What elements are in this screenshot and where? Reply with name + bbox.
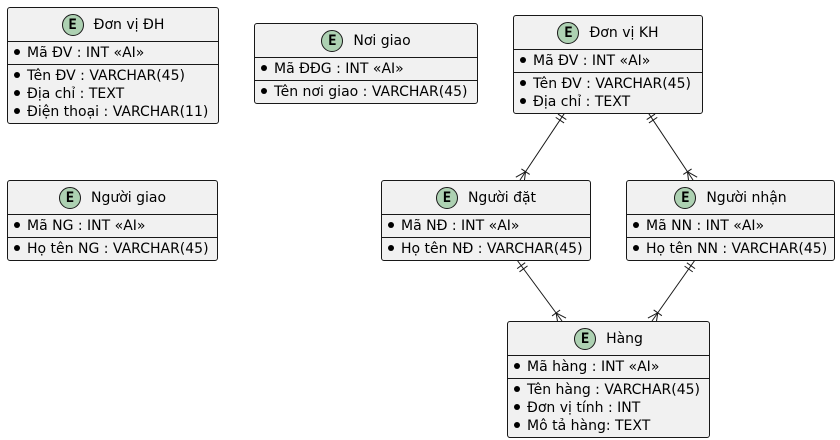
attribute: Tên hàng : VARCHAR(45) xyxy=(508,381,709,399)
entity-icon: E xyxy=(321,29,344,52)
attribute-bullet-icon xyxy=(633,245,639,251)
attribute: Mô tả hàng: TEXT xyxy=(508,417,709,435)
relationship-donvikh-nguoidat xyxy=(515,110,567,183)
attribute: Điện thoại : VARCHAR(11) xyxy=(8,103,218,121)
cardinality-one-mark xyxy=(521,168,530,175)
entity-title: Đơn vị KH xyxy=(589,24,659,41)
entity-icon: E xyxy=(674,186,697,209)
entity-header: E Người đặt xyxy=(382,181,590,214)
attribute-bullet-icon xyxy=(520,80,526,86)
entity-icon: E xyxy=(61,13,84,36)
entity-header: E Đơn vị ĐH xyxy=(8,8,218,41)
crows-foot-mark xyxy=(555,312,567,319)
crows-foot-mark xyxy=(515,171,526,178)
entity-don-vi-dh[interactable]: E Đơn vị ĐH Mã ĐV : INT «AI» Tên ĐV : VA… xyxy=(7,7,219,124)
attribute-bullet-icon xyxy=(633,222,639,228)
entity-nguoi-nhan[interactable]: E Người nhận Mã NN : INT «AI» Họ tên NN … xyxy=(626,180,835,261)
cardinality-one-mark xyxy=(684,265,694,273)
attribute-bullet-icon xyxy=(14,108,20,114)
cardinality-one-mark xyxy=(683,168,692,175)
cardinality-one-mark xyxy=(653,309,663,317)
attribute-bullet-icon xyxy=(388,222,394,228)
primary-key-attribute: Mã NN : INT «AI» xyxy=(627,217,834,235)
entity-title: Hàng xyxy=(606,330,643,347)
attribute: Đơn vị tính : INT xyxy=(508,399,709,417)
attribute-bullet-icon xyxy=(514,363,520,369)
relationship-donvikh-nguoinhan xyxy=(646,110,698,183)
cardinality-one-mark xyxy=(648,116,658,124)
entity-header: E Hàng xyxy=(508,322,709,355)
cardinality-one-mark xyxy=(557,113,567,121)
entity-title: Người đặt xyxy=(467,189,537,206)
attribute-bullet-icon xyxy=(520,57,526,63)
attribute: Tên ĐV : VARCHAR(45) xyxy=(514,75,702,93)
cardinality-one-mark xyxy=(646,113,656,121)
attribute: Họ tên NĐ : VARCHAR(45) xyxy=(382,240,590,258)
primary-key-attribute: Mã ĐĐG : INT «AI» xyxy=(255,60,477,78)
relationship-nguoidat-hang xyxy=(516,259,567,325)
primary-key-attribute: Mã hàng : INT «AI» xyxy=(508,358,709,376)
attribute-bullet-icon xyxy=(14,90,20,96)
attribute: Tên ĐV : VARCHAR(45) xyxy=(8,67,218,85)
entity-header: E Nơi giao xyxy=(255,24,477,57)
attribute: Họ tên NG : VARCHAR(45) xyxy=(8,240,217,258)
attribute-bullet-icon xyxy=(14,49,20,55)
attribute: Họ tên NN : VARCHAR(45) xyxy=(627,240,834,258)
entity-noi-giao[interactable]: E Nơi giao Mã ĐĐG : INT «AI» Tên nơi gia… xyxy=(254,23,478,104)
cardinality-one-mark xyxy=(551,309,561,317)
attribute: Tên nơi giao : VARCHAR(45) xyxy=(255,83,477,101)
attribute-bullet-icon xyxy=(514,386,520,392)
entity-title: Nơi giao xyxy=(353,32,411,49)
primary-key-attribute: Mã ĐV : INT «AI» xyxy=(8,44,218,62)
attribute-bullet-icon xyxy=(388,245,394,251)
cardinality-one-mark xyxy=(555,116,565,124)
entity-nguoi-dat[interactable]: E Người đặt Mã NĐ : INT «AI» Họ tên NĐ :… xyxy=(381,180,591,261)
attribute-bullet-icon xyxy=(14,245,20,251)
attribute: Địa chỉ : TEXT xyxy=(514,93,702,111)
entity-icon: E xyxy=(557,21,580,44)
cardinality-one-mark xyxy=(519,265,528,273)
relationship-nguoinhan-hang xyxy=(647,259,696,324)
cardinality-one-mark xyxy=(686,262,696,270)
entity-title: Đơn vị ĐH xyxy=(93,16,165,33)
attribute-bullet-icon xyxy=(261,88,267,94)
crows-foot-mark xyxy=(647,312,658,319)
entity-header: E Người giao xyxy=(8,181,217,214)
attribute: Địa chỉ : TEXT xyxy=(8,85,218,103)
attribute-bullet-icon xyxy=(514,404,520,410)
primary-key-attribute: Mã ĐV : INT «AI» xyxy=(514,52,702,70)
entity-don-vi-kh[interactable]: E Đơn vị KH Mã ĐV : INT «AI» Tên ĐV : VA… xyxy=(513,15,703,114)
entity-nguoi-giao[interactable]: E Người giao Mã NG : INT «AI» Họ tên NG … xyxy=(7,180,218,261)
attribute-bullet-icon xyxy=(14,222,20,228)
attribute-bullet-icon xyxy=(14,72,20,78)
attribute-bullet-icon xyxy=(261,65,267,71)
crows-foot-mark xyxy=(687,171,698,178)
entity-header: E Người nhận xyxy=(627,181,834,214)
entity-title: Người nhận xyxy=(706,189,787,206)
entity-title: Người giao xyxy=(90,189,167,206)
entity-hang[interactable]: E Hàng Mã hàng : INT «AI» Tên hàng : VAR… xyxy=(507,321,710,438)
primary-key-attribute: Mã NG : INT «AI» xyxy=(8,217,217,235)
attribute-bullet-icon xyxy=(520,98,526,104)
entity-icon: E xyxy=(435,186,458,209)
cardinality-one-mark xyxy=(516,262,526,270)
attribute-bullet-icon xyxy=(514,422,520,428)
entity-icon: E xyxy=(58,186,81,209)
entity-icon: E xyxy=(574,327,597,350)
entity-header: E Đơn vị KH xyxy=(514,16,702,49)
primary-key-attribute: Mã NĐ : INT «AI» xyxy=(382,217,590,235)
